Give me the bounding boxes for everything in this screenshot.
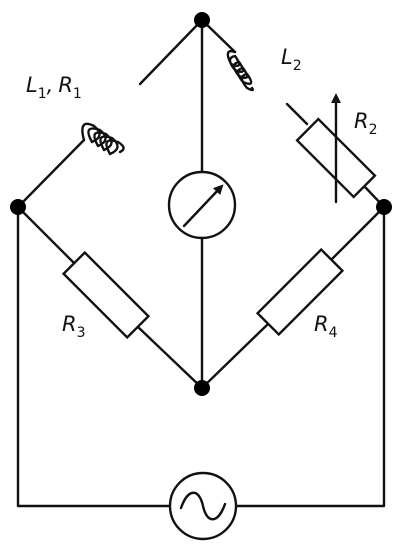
resistor-r4 <box>255 247 345 337</box>
branch-r3 <box>16 205 204 390</box>
branch-l2-r2 <box>200 18 386 209</box>
branch-r4 <box>200 205 386 390</box>
label-l1-r1: L1,R1 <box>26 73 82 102</box>
label-r3: R3 <box>62 312 86 341</box>
branch-l1-r1 <box>16 18 204 209</box>
inductor-l1-coil <box>81 122 125 156</box>
node-right <box>376 199 392 215</box>
node-bottom <box>194 380 210 396</box>
branch-galvanometer <box>167 18 237 390</box>
node-left <box>10 199 26 215</box>
inductor-l2-coil <box>226 50 254 92</box>
label-r2: R2 <box>354 109 378 138</box>
label-l2: L2 <box>281 45 302 74</box>
galvanometer <box>167 170 237 240</box>
galvanometer-needle-icon <box>182 184 224 228</box>
node-top <box>194 12 210 28</box>
sine-wave-icon <box>179 491 227 521</box>
branch-ac-supply <box>16 205 386 541</box>
label-r4: R4 <box>314 312 338 341</box>
